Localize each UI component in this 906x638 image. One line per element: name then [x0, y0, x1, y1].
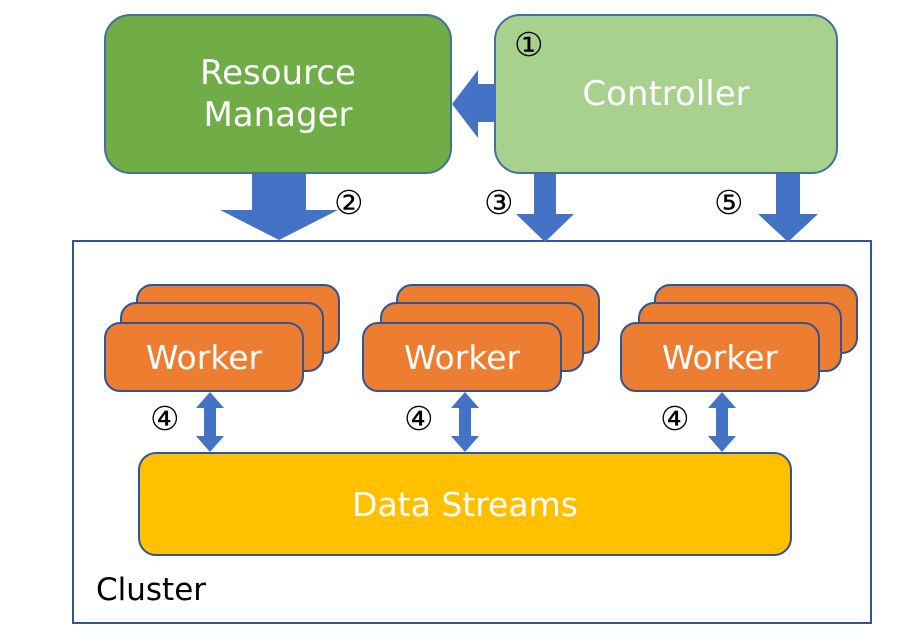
arrow-controller-to-resource-manager [452, 70, 496, 138]
step-1-label: ① [514, 25, 544, 64]
step-4-label: ④ [404, 399, 434, 438]
data-streams-box: Data Streams [138, 452, 792, 556]
arrow-controller-to-cluster-3 [516, 174, 574, 242]
worker-label: Worker [145, 337, 263, 377]
arrow-worker1-data-streams [196, 392, 224, 452]
arrow-resource-manager-to-cluster [220, 174, 338, 240]
resource-manager-label-line1: Resource [200, 53, 356, 93]
worker-label: Worker [661, 337, 779, 377]
step-4-label: ④ [660, 399, 690, 438]
arrow-controller-to-cluster-5 [758, 174, 818, 242]
controller-label: Controller [582, 74, 750, 114]
arrow-worker3-data-streams [708, 392, 736, 452]
worker-box-2: Worker [362, 322, 562, 392]
resource-manager-label-line2: Manager [203, 95, 353, 135]
step-4-label: ④ [150, 399, 180, 438]
step-3-label: ③ [484, 183, 514, 222]
worker-label: Worker [403, 337, 521, 377]
arrow-worker2-data-streams [451, 392, 479, 452]
data-streams-label: Data Streams [352, 484, 578, 524]
worker-box-3: Worker [620, 322, 820, 392]
resource-manager-box: Resource Manager [104, 14, 452, 174]
step-2-label: ② [334, 183, 364, 222]
worker-box-1: Worker [104, 322, 304, 392]
step-5-label: ⑤ [714, 183, 744, 222]
cluster-label: Cluster [96, 572, 207, 608]
